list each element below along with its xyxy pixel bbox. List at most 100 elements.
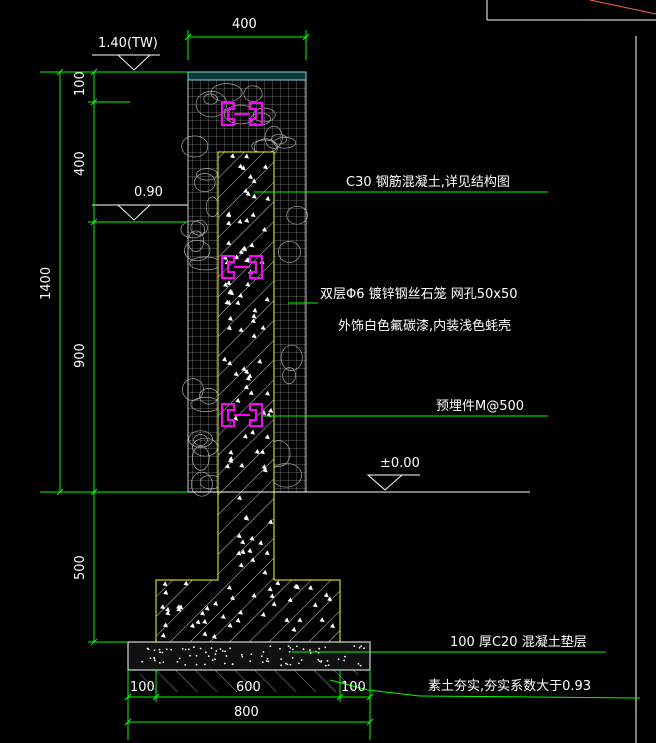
cushion-dot xyxy=(205,651,207,654)
cushion-dot xyxy=(159,651,162,654)
cushion-dot xyxy=(215,650,218,652)
aggregate-mark xyxy=(222,356,227,362)
aggregate-mark xyxy=(225,212,231,218)
aggregate-mark xyxy=(238,292,243,298)
aggregate-mark xyxy=(264,434,270,440)
cushion-dot xyxy=(344,655,346,658)
aggregate-mark xyxy=(233,254,239,260)
dim-left-100: 100 xyxy=(73,71,88,96)
aggregate-mark xyxy=(275,580,281,586)
aggregate-mark xyxy=(227,360,233,366)
cushion-dot xyxy=(298,662,300,665)
gabion-stone xyxy=(182,378,204,401)
cushion-dot xyxy=(353,645,356,647)
cushion-dot xyxy=(141,660,144,663)
gabion-stone xyxy=(203,93,218,105)
aggregate-mark xyxy=(269,593,275,599)
aggregate-mark xyxy=(312,602,318,608)
cushion-dot xyxy=(358,646,361,649)
aggregate-mark xyxy=(245,281,251,287)
cushion-dot xyxy=(267,660,270,663)
aggregate-mark xyxy=(268,519,274,525)
cushion-dot xyxy=(327,664,330,666)
aggregate-mark xyxy=(226,325,232,331)
aggregate-mark xyxy=(251,193,257,199)
aggregate-mark xyxy=(297,617,303,623)
dim-bottom-600: 600 xyxy=(236,680,261,695)
cushion-dot xyxy=(223,662,226,665)
aggregate-mark xyxy=(176,604,182,610)
cushion-dot xyxy=(363,647,365,650)
aggregate-mark xyxy=(251,313,257,319)
gabion-stone xyxy=(184,240,211,262)
aggregate-mark xyxy=(189,623,195,628)
aggregate-mark xyxy=(233,371,239,377)
cushion-dot xyxy=(285,662,287,665)
cushion-dot xyxy=(153,649,156,652)
cushion-dot xyxy=(214,658,216,661)
cushion-dot xyxy=(280,664,282,667)
cushion-dot xyxy=(199,647,202,650)
aggregate-mark xyxy=(238,609,243,615)
aggregate-mark xyxy=(261,226,267,232)
cushion-dot xyxy=(324,646,327,649)
aggregate-mark xyxy=(291,626,297,632)
cushion-dot xyxy=(225,655,228,657)
aggregate-mark xyxy=(254,449,260,454)
cushion-dot xyxy=(162,661,165,664)
cushion-dot xyxy=(154,659,156,662)
cushion-dot xyxy=(181,648,184,650)
aggregate-mark xyxy=(213,600,219,606)
aggregate-mark xyxy=(230,595,235,601)
leader-lines xyxy=(254,191,641,699)
aggregate-mark xyxy=(249,535,255,541)
cushion-dot xyxy=(280,658,282,660)
aggregate-mark xyxy=(183,580,189,586)
aggregate-mark xyxy=(163,589,169,595)
dim-left-400: 400 xyxy=(73,151,88,176)
cushion-dot xyxy=(302,648,305,651)
cushion-dot xyxy=(260,655,263,658)
aggregate-mark xyxy=(260,611,266,617)
annotation-gabion-2: 外饰白色氟碳漆,内装浅色蚝壳 xyxy=(338,318,511,334)
aggregate-mark xyxy=(204,605,210,611)
cushion-dot xyxy=(240,653,243,656)
aggregate-mark xyxy=(251,178,257,184)
aggregate-mark xyxy=(268,407,274,413)
aggregate-mark xyxy=(244,217,250,223)
gabion-stone xyxy=(181,135,209,158)
aggregate-mark xyxy=(160,604,165,610)
aggregate-mark xyxy=(242,246,248,252)
aggregate-mark xyxy=(323,592,329,598)
cushion-dot xyxy=(195,654,198,657)
cushion-dot xyxy=(326,660,329,662)
dim-bottom-100-left: 100 xyxy=(130,680,155,695)
aggregate-mark xyxy=(251,592,257,598)
aggregate-mark xyxy=(237,163,243,169)
gabion-stone xyxy=(193,434,208,446)
title-block-frame xyxy=(486,0,656,21)
cushion-dot xyxy=(178,657,181,660)
dim-bottom-800: 800 xyxy=(234,705,259,720)
cushion-dot xyxy=(219,648,222,650)
dim-left-1400: 1400 xyxy=(39,267,54,300)
ground-level-label: ±0.00 xyxy=(380,456,420,471)
cushion-dot xyxy=(193,646,195,649)
aggregate-mark xyxy=(250,429,256,435)
cushion-dot xyxy=(309,649,311,652)
cushion-dot xyxy=(289,647,292,649)
cushion-dot xyxy=(261,661,264,664)
cushion-dot xyxy=(195,663,198,666)
cushion-dot xyxy=(262,651,265,653)
cushion-dot xyxy=(300,659,303,661)
aggregate-mark xyxy=(230,153,235,159)
aggregate-mark xyxy=(252,307,258,313)
aggregate-mark xyxy=(243,384,249,390)
gabion-stone xyxy=(188,430,213,448)
dim-bottom-100-right: 100 xyxy=(341,680,366,695)
gabion-stone xyxy=(190,471,213,497)
aggregate-mark xyxy=(224,463,230,469)
aggregate-mark xyxy=(284,617,290,623)
aggregate-mark xyxy=(239,462,245,468)
aggregate-mark xyxy=(258,540,264,546)
